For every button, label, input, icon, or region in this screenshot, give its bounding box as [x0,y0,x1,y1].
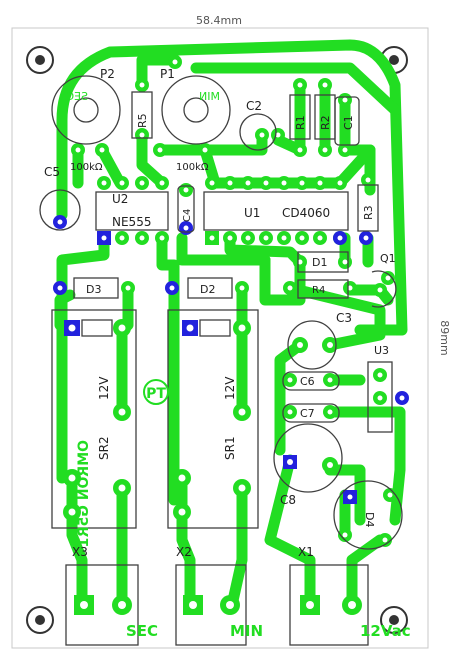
d2-label: D2 [200,283,215,296]
d4-bridge [333,480,403,550]
d4-label: D4 [363,512,376,527]
x3-connector [65,564,139,646]
x2-connector [175,564,247,646]
c2-capacitor [239,113,277,151]
r5-label: R5 [136,113,149,128]
x2-label: X2 [176,545,192,559]
relay-brand-label: OMRON G5R1 [76,440,92,547]
c5-label: C5 [44,165,60,179]
u1-ic [203,191,349,231]
c8-capacitor [273,423,343,493]
p1-mirror-label: MIN [199,90,220,103]
u2-label: U2 [112,192,128,206]
relay-voltage-2: 12V [97,376,111,400]
p1-label: P1 [160,67,175,81]
p2-value-label: 100kΩ [70,162,103,173]
c7-label: C7 [300,407,315,420]
mounting-hole [380,606,408,634]
sr2-relay [51,309,137,529]
c4-capacitor [177,185,195,233]
pt-logo: PT [143,379,169,405]
x3-mirror-label: SEC [126,622,158,640]
d1-label: D1 [312,256,327,269]
x2-mirror-label: MIN [230,622,263,640]
q1-transistor [371,270,397,308]
sr1-relay [167,309,259,529]
height-dimension: 89mm [438,320,451,355]
r4-resistor [297,279,349,299]
r1-resistor [289,94,311,140]
c2-label: C2 [246,99,262,113]
p2-mirror-label: SEC [66,90,88,103]
c1-label: C1 [342,115,355,130]
sr1-label: SR1 [223,436,237,460]
r2-label: R2 [319,115,332,130]
u1-part-label: CD4060 [282,206,330,220]
relay-voltage-1: 12V [223,376,237,400]
svg-text:PT: PT [146,386,166,402]
width-dimension: 58.4mm [196,14,242,27]
p1-value-label: 100kΩ [176,162,209,173]
sr2-label: SR2 [97,436,111,460]
u3-regulator [367,361,393,433]
p2-label: P2 [100,67,115,81]
d2-diode [187,277,233,299]
pads [53,55,409,615]
c1-capacitor [334,96,360,146]
x1-connector [289,564,369,646]
mounting-hole [26,46,54,74]
u3-label: U3 [374,344,389,357]
c8-label: C8 [280,493,296,507]
c4-label: C4 [182,209,193,222]
silkscreen [39,75,403,646]
x1-label: X1 [298,545,314,559]
r3-label: R3 [362,205,375,220]
u2-pads [97,176,169,245]
board-outline [11,27,429,649]
x3-label: X3 [72,545,88,559]
r1-label: R1 [294,115,307,130]
x1-mirror-label: 12Vac [360,622,411,640]
u2-part-label: NE555 [112,215,151,229]
p1-potentiometer [161,75,231,145]
c7-capacitor [282,403,340,423]
r5-resistor [131,91,153,139]
u1-label: U1 [244,206,260,220]
u2-ic [95,191,169,231]
r3-resistor [357,184,379,232]
c3-capacitor [287,320,337,370]
c6-capacitor [282,371,340,391]
d1-diode [297,251,349,273]
c3-label: C3 [336,311,352,325]
r4-label: R4 [312,285,325,296]
d3-label: D3 [86,283,101,296]
mounting-hole [26,606,54,634]
p2-potentiometer [51,75,121,145]
c5-capacitor [39,189,81,231]
c6-label: C6 [300,375,315,388]
d3-diode [73,277,119,299]
q1-label: Q1 [380,252,396,265]
